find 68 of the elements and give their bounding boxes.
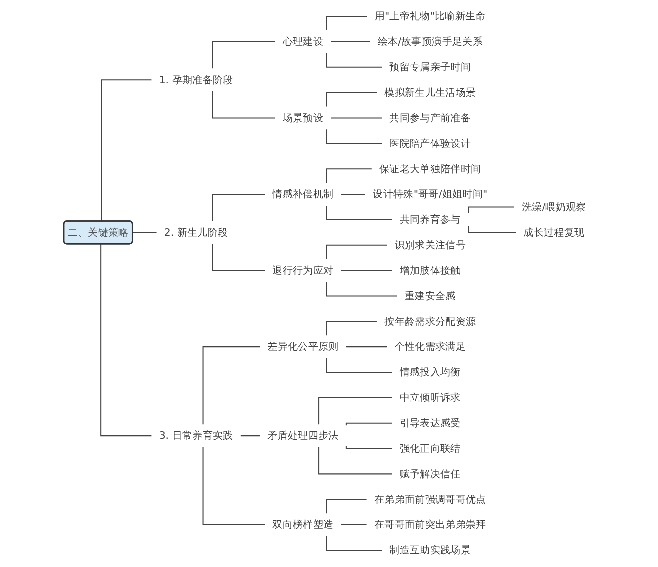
- connector: [340, 194, 366, 196]
- node-text: 中立倾听诉求: [400, 392, 461, 404]
- connector: [330, 41, 370, 42]
- connector: [340, 270, 392, 272]
- node-text: 成长过程复现: [524, 226, 585, 238]
- node-text: 制造互助实践场景: [390, 544, 472, 556]
- connector: [101, 80, 152, 222]
- node-text: 重建安全感: [404, 290, 456, 302]
- node-text: 3. 日常养育实践: [159, 430, 234, 442]
- connector: [340, 524, 367, 526]
- node-text: 共同参与产前准备: [390, 112, 472, 124]
- node-text: 场景预设: [282, 112, 324, 124]
- node-text: 退行行为应对: [272, 264, 334, 277]
- connector: [212, 92, 276, 119]
- node-text: 矛盾处理四步法: [268, 430, 339, 442]
- node-text: 模拟新生儿生活场景: [384, 86, 476, 99]
- node-text: 强化正向联结: [400, 442, 461, 454]
- connector: [346, 346, 388, 348]
- node-text: 1. 孕期准备阶段: [159, 74, 234, 86]
- node-text: 增加肢体接触: [400, 264, 461, 277]
- connector: [212, 244, 266, 272]
- node-text: 保证老大单独陪伴时间: [380, 162, 482, 175]
- node-text: 情感补偿机制: [272, 188, 334, 200]
- connector: [240, 436, 260, 437]
- connector: [326, 321, 377, 336]
- node-text: 共同养育参与: [400, 214, 461, 226]
- connector: [202, 346, 260, 425]
- connector: [132, 232, 157, 234]
- connector: [346, 422, 392, 426]
- connector: [326, 499, 367, 514]
- node-text: 医院陪产体验设计: [390, 137, 472, 150]
- connector: [326, 92, 377, 107]
- node-text: 引导表达感受: [400, 416, 461, 430]
- connector: [326, 282, 398, 297]
- connector: [326, 244, 388, 260]
- connector: [318, 397, 392, 425]
- node-text: 差异化公平原则: [268, 340, 339, 353]
- connector: [346, 446, 392, 450]
- node-text: 设计特殊"哥哥/姐姐时间": [373, 188, 488, 200]
- node-text: 个性化需求满足: [394, 340, 466, 353]
- node-text: 赋予解决信任: [400, 468, 461, 480]
- node-text: 洗澡/喂奶观察: [522, 200, 586, 213]
- node-text: 双向榜样塑造: [272, 518, 334, 531]
- connector: [318, 448, 392, 475]
- node-text: 绘本/故事预演手足关系: [378, 36, 483, 48]
- node-text: 用"上帝礼物"比喻新生命: [374, 10, 486, 22]
- connector: [468, 226, 516, 234]
- connector: [326, 536, 382, 551]
- node-text: 在弟弟面前强调哥哥优点: [374, 493, 486, 506]
- node-text: 按年龄需求分配资源: [384, 315, 476, 328]
- node-text: 心理建设: [282, 36, 324, 48]
- connector: [212, 194, 266, 222]
- node-text: 2. 新生儿阶段: [164, 226, 228, 238]
- connector: [326, 358, 392, 373]
- connector: [326, 53, 382, 68]
- node-text: 识别求关注信号: [394, 239, 466, 252]
- connector: [202, 448, 266, 526]
- connector: [326, 168, 372, 184]
- node-text: 预留专属亲子时间: [390, 61, 472, 74]
- node-text: 在哥哥面前突出弟弟崇拜: [374, 518, 486, 531]
- connector: [468, 206, 514, 214]
- connector: [100, 244, 152, 437]
- connector: [326, 130, 382, 144]
- connector: [326, 206, 392, 220]
- connector: [326, 16, 368, 30]
- connector: [330, 118, 382, 119]
- connector: [212, 41, 276, 69]
- node-text: 情感投入均衡: [400, 366, 461, 378]
